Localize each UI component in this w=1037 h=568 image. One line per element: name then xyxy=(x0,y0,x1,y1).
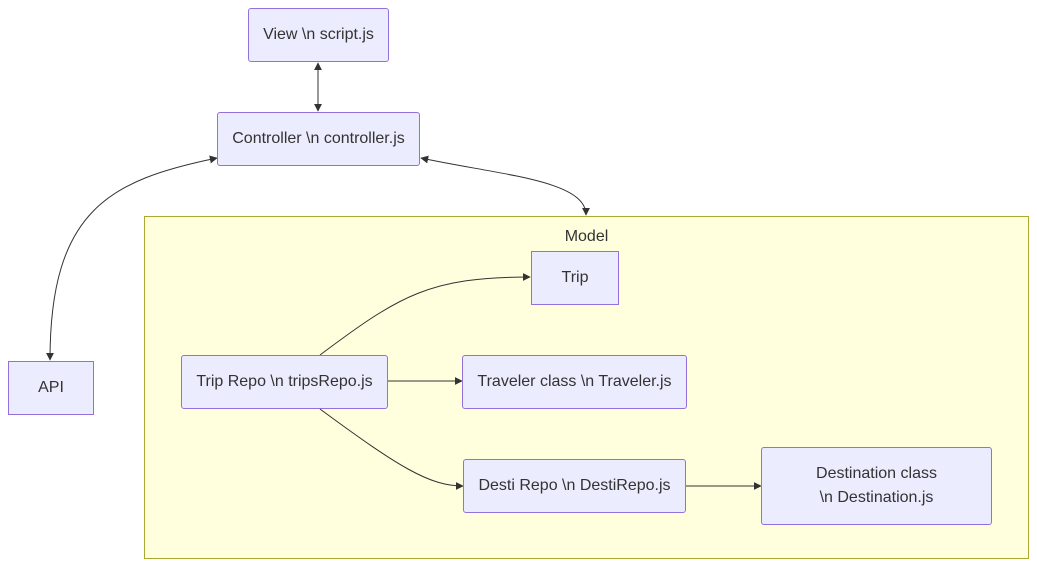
desti-repo-node-label: Desti Repo \n DestiRepo.js xyxy=(478,477,671,494)
edge-controller-api xyxy=(46,155,218,361)
trip-node[interactable]: Trip xyxy=(531,251,619,305)
controller-node-label: Controller \n controller.js xyxy=(232,130,405,147)
traveler-node-label: Traveler class \n Traveler.js xyxy=(477,373,672,390)
view-node-label: View \n script.js xyxy=(263,26,374,43)
api-node-label: API xyxy=(38,379,64,396)
destination-node[interactable]: Destination class \n Destination.js xyxy=(761,447,992,525)
destination-node-label: Destination class \n Destination.js xyxy=(816,465,937,506)
api-node[interactable]: API xyxy=(8,361,94,415)
controller-node[interactable]: Controller \n controller.js xyxy=(217,112,420,166)
edge-triprepo-destirepo xyxy=(319,408,464,490)
view-node[interactable]: View \n script.js xyxy=(248,8,389,62)
edge-controller-model xyxy=(420,155,590,216)
trip-node-label: Trip xyxy=(561,269,589,286)
trip-repo-node-label: Trip Repo \n tripsRepo.js xyxy=(196,373,373,390)
trip-repo-node[interactable]: Trip Repo \n tripsRepo.js xyxy=(181,355,388,409)
desti-repo-node[interactable]: Desti Repo \n DestiRepo.js xyxy=(463,459,686,513)
traveler-node[interactable]: Traveler class \n Traveler.js xyxy=(462,355,687,409)
model-cluster-label: Model xyxy=(564,228,609,245)
edge-triprepo-trip xyxy=(319,273,531,356)
